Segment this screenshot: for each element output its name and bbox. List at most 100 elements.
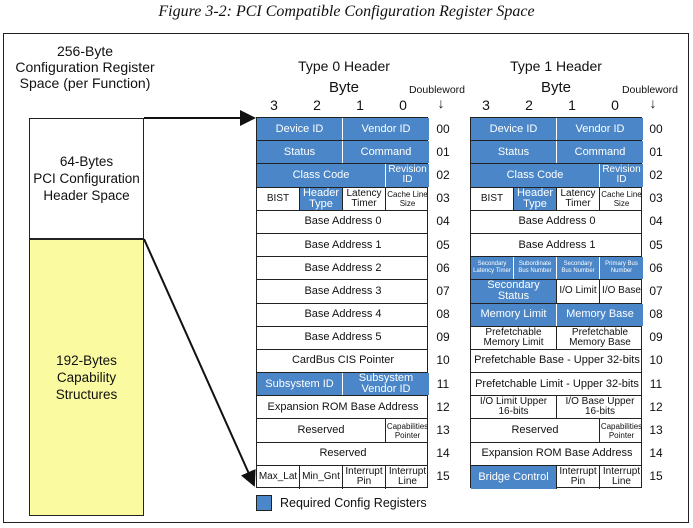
register-field: Min_Gnt [300, 465, 343, 489]
register-field: I/O Limit Upper 16-bits [471, 396, 557, 419]
register-field: Interrupt Pin [557, 465, 600, 489]
type1-byte-number: 3 [482, 97, 490, 113]
register-field: Vendor ID [557, 118, 643, 141]
doubleword-number: 06 [649, 260, 663, 275]
doubleword-number: 00 [436, 121, 450, 136]
doubleword-number: 12 [436, 399, 450, 414]
register-field: Base Address 0 [518, 215, 596, 228]
arrow-to-header-bottom [143, 238, 256, 487]
doubleword-number: 13 [436, 423, 450, 438]
register-field: Command [343, 141, 429, 164]
register-field: Vendor ID [343, 118, 429, 141]
config-space-title-line: 256-Byte [56, 43, 114, 59]
doubleword-number: 10 [649, 353, 663, 368]
doubleword-number: 05 [649, 237, 663, 252]
doubleword-number: 11 [436, 376, 450, 391]
register-field: Cache Line Size [387, 189, 428, 208]
doubleword-number: 07 [436, 283, 450, 298]
header-space-line: Header Space [43, 188, 130, 203]
down-arrow-icon: ↓ [437, 95, 445, 111]
register-field: Reserved [471, 419, 600, 442]
register-row: Base Address 4 [257, 304, 427, 327]
register-field: Secondary Status [471, 280, 557, 303]
register-row: Base Address 2 [257, 257, 427, 281]
legend-label: Required Config Registers [280, 496, 427, 510]
capability-line: Structures [55, 387, 118, 402]
register-row: Base Address 5 [257, 327, 427, 350]
register-row: Expansion ROM Base Address [471, 443, 641, 466]
doubleword-number: 04 [436, 214, 450, 229]
register-field: Expansion ROM Base Address [481, 447, 633, 460]
type0-byte-label: Byte [328, 79, 359, 96]
type0-doubleword-label: Doubleword [408, 84, 466, 96]
doubleword-number: 01 [649, 144, 663, 159]
capability-structures-box: 192-Bytes Capability Structures [29, 239, 144, 516]
register-field: Max_Lat [257, 465, 300, 489]
register-field: Base Address 1 [304, 238, 382, 251]
required-legend-swatch [256, 495, 272, 511]
doubleword-number: 14 [436, 446, 450, 461]
doubleword-number: 11 [649, 376, 663, 391]
register-field: BIST [471, 187, 514, 210]
type1-doubleword-label: Doubleword [621, 84, 679, 96]
register-field: Interrupt Line [388, 466, 427, 488]
register-field: Header Type [514, 187, 557, 210]
register-row: Base Address 3 [257, 280, 427, 304]
capability-line: 192-Bytes [56, 353, 117, 368]
register-field: Revision ID [386, 164, 429, 187]
type1-title: Type 1 Header [510, 58, 602, 74]
register-field: Prefetchable Limit - Upper 32-bits [475, 377, 639, 390]
type1-byte-label: Byte [540, 79, 571, 96]
register-row: Base Address 1 [471, 234, 641, 258]
doubleword-number: 14 [649, 446, 663, 461]
register-field: Subsystem Vendor ID [343, 373, 429, 396]
register-field: Status [471, 141, 557, 164]
register-field: Interrupt Line [602, 466, 641, 488]
register-row: Prefetchable Limit - Upper 32-bits [471, 373, 641, 397]
doubleword-number: 01 [436, 144, 450, 159]
register-field: Subsystem ID [257, 373, 343, 396]
register-field: Capabilities Pointer [386, 421, 429, 440]
register-row: Base Address 0 [257, 211, 427, 234]
register-field: Base Address 0 [304, 215, 382, 228]
register-field: Device ID [257, 118, 343, 141]
register-row: Expansion ROM Base Address [257, 396, 427, 420]
register-field: Base Address 4 [304, 308, 382, 321]
type0-byte-number: 3 [270, 97, 278, 113]
down-arrow-icon: ↓ [649, 95, 657, 111]
register-row: Reserved [257, 443, 427, 466]
register-field: Memory Base [557, 303, 643, 326]
type0-byte-number: 0 [399, 97, 407, 113]
register-field: Revision ID [600, 164, 643, 187]
register-row: CardBus CIS Pointer [257, 350, 427, 374]
doubleword-number: 00 [649, 121, 663, 136]
doubleword-number: 08 [436, 307, 450, 322]
register-field: Base Address 1 [518, 238, 596, 251]
doubleword-number: 06 [436, 260, 450, 275]
register-field: Capabilities Pointer [600, 421, 643, 440]
type0-title: Type 0 Header [298, 58, 390, 74]
header-space-line: 64-Bytes [59, 154, 114, 169]
doubleword-number: 03 [649, 191, 663, 206]
doubleword-number: 07 [649, 283, 663, 298]
register-field: CardBus CIS Pointer [291, 354, 395, 367]
register-field: Base Address 5 [304, 331, 382, 344]
register-field: Primary Bus Number [600, 257, 643, 280]
figure-caption: Figure 3-2: PCI Compatible Configuration… [158, 3, 535, 20]
